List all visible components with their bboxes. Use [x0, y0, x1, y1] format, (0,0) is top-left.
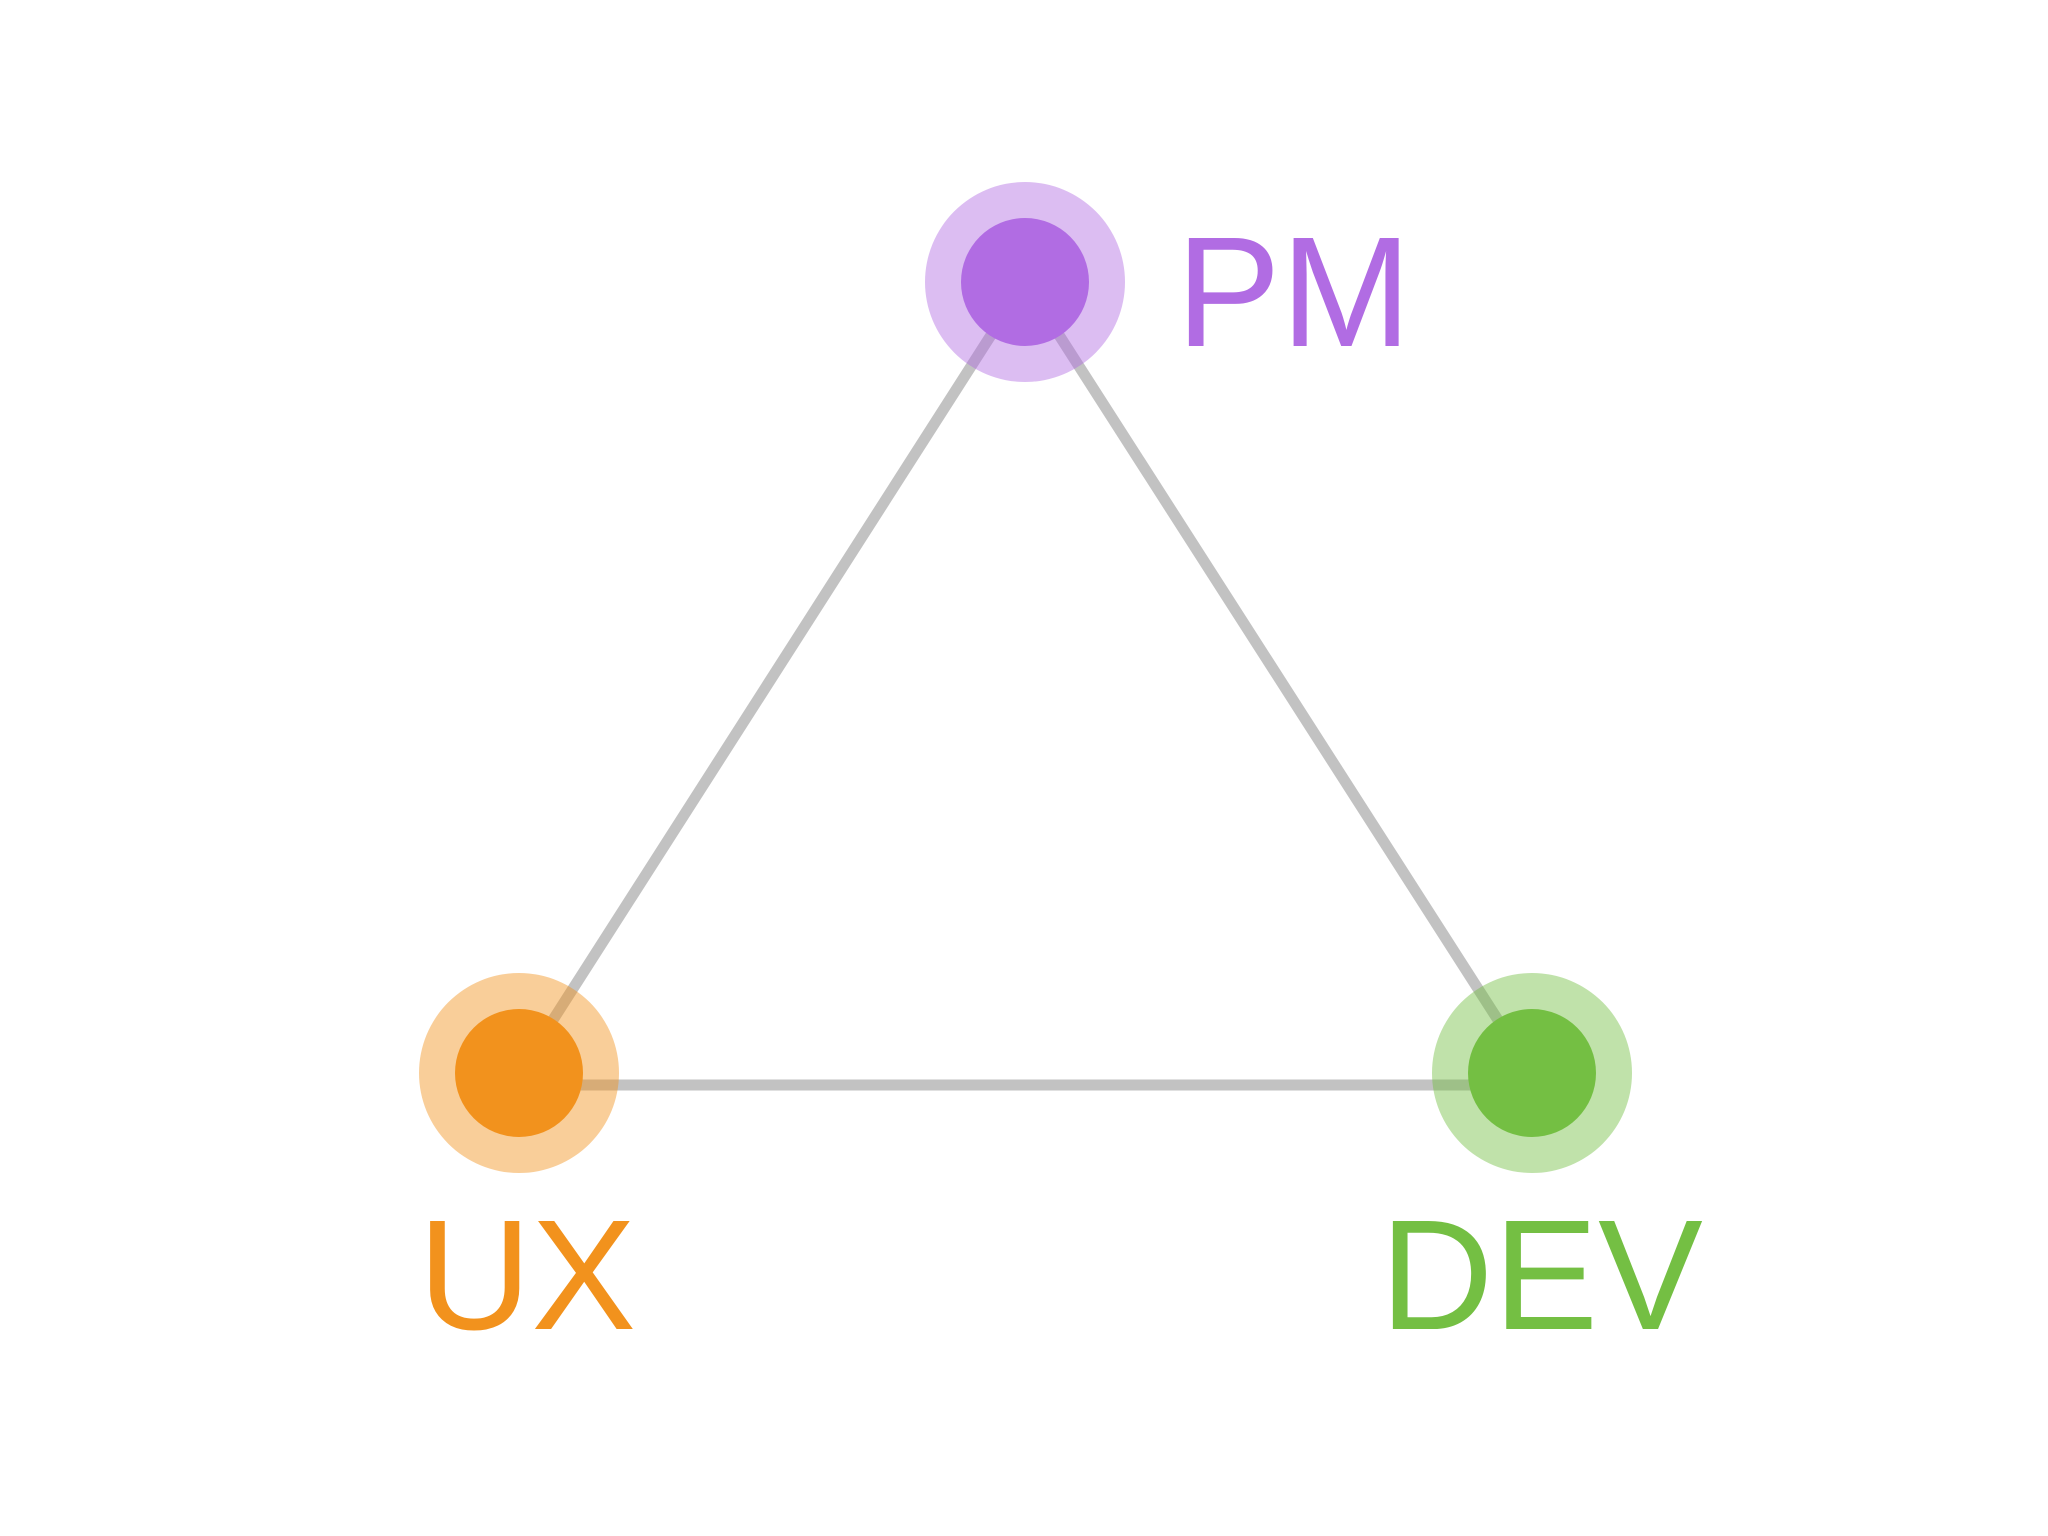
diagram-labels: PM UX DEV	[418, 205, 1703, 1363]
diagram-edges	[513, 276, 1538, 1091]
node-core-dev	[1468, 1009, 1596, 1137]
node-label-dev: DEV	[1380, 1188, 1703, 1363]
node-core-ux	[455, 1009, 583, 1137]
node-label-pm: PM	[1176, 205, 1412, 380]
node-core-pm	[961, 218, 1089, 346]
edge-pm-ux	[513, 276, 1031, 1079]
node-label-ux: UX	[418, 1188, 636, 1363]
edge-pm-dev	[1019, 276, 1538, 1079]
node-pm	[925, 182, 1125, 382]
node-dev	[1432, 973, 1632, 1173]
node-ux	[419, 973, 619, 1173]
diagram-nodes	[419, 182, 1632, 1173]
